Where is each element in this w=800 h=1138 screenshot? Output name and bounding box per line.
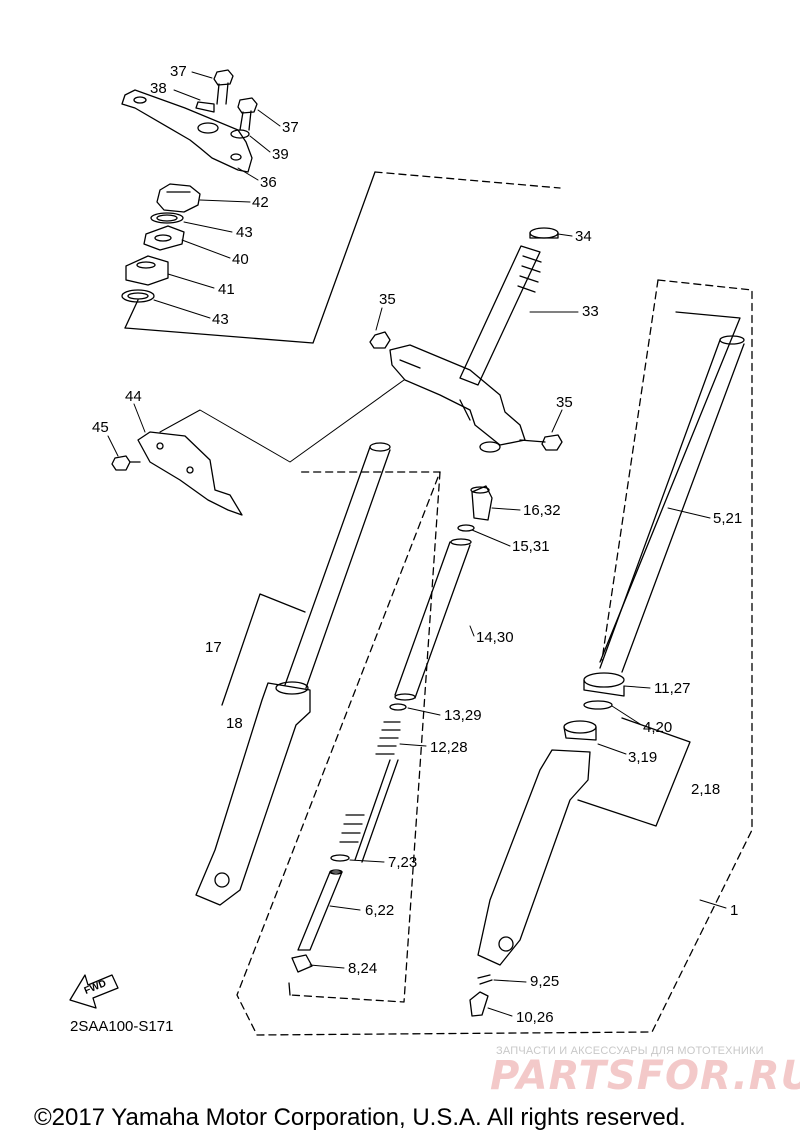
callout-12-28: 12,28 [430,739,468,756]
callout-8-24: 8,24 [348,960,378,977]
right-fork-assembly [469,335,745,1017]
copyright-notice: ©2017 Yamaha Motor Corporation, U.S.A. A… [34,1104,686,1131]
callout-9-25: 9,25 [530,973,560,990]
callout-4-20: 4,20 [643,719,673,736]
callout-13-29: 13,29 [444,707,482,724]
watermark-logo: PARTSFOR.RU [490,1053,800,1099]
group-boundary-right-fork [599,311,741,663]
group-boundary-inner [289,471,441,1003]
callout-34: 34 [575,228,592,245]
callout-43-upper: 43 [236,224,253,241]
callout-1: 1 [730,902,739,919]
callout-14-30: 14,30 [476,629,514,646]
group-boundary-inner-solid [288,982,291,996]
callout-33: 33 [582,303,599,320]
left-fork-assembly [195,442,391,906]
callout-38: 38 [150,80,167,97]
callout-44: 44 [125,388,142,405]
handlebar-holder-part [121,69,258,173]
callout-43-lower: 43 [212,311,229,328]
callout-6-22: 6,22 [365,902,395,919]
callout-37-right: 37 [282,119,299,136]
callout-15-31: 15,31 [512,538,550,555]
callout-39: 39 [272,146,289,163]
bracket-17-18 [221,593,306,706]
callout-10-26: 10,26 [516,1009,554,1026]
leader-lines [107,71,727,1017]
callout-18: 18 [226,715,243,732]
group-boundary-fork-outer [236,279,753,1036]
callout-36: 36 [260,174,277,191]
callout-7-23: 7,23 [388,854,418,871]
group-boundary-fork-outer-top [601,279,659,661]
diagram-code: 2SAA100-S171 [70,1018,174,1035]
callout-3-19: 3,19 [628,749,658,766]
steering-stem-part [369,227,563,453]
bracket-bearing-stack [124,299,139,329]
group-boundary-upper-solid [124,171,376,344]
fwd-arrow-icon [69,974,119,1009]
callout-42: 42 [252,194,269,211]
callout-40: 40 [232,251,249,268]
callout-45: 45 [92,419,109,436]
callout-2-18: 2,18 [691,781,721,798]
callout-35-upper: 35 [379,291,396,308]
brake-hose-bracket [111,431,243,516]
callout-17: 17 [205,639,222,656]
callout-37-top: 37 [170,63,187,80]
bracket-2-18 [577,717,691,827]
callout-16-32: 16,32 [523,502,561,519]
steering-bearing-stack [121,183,201,303]
fork-internals [291,485,493,973]
callout-11-27: 11,27 [654,680,691,697]
group-boundary-upper [374,171,561,189]
callout-5-21: 5,21 [713,510,743,527]
callout-35-lower: 35 [556,394,573,411]
callout-41: 41 [218,281,235,298]
watermark-subtitle: ЗАПЧАСТИ И АКСЕССУАРЫ ДЛЯ МОТОТЕХНИКИ [496,1045,764,1057]
